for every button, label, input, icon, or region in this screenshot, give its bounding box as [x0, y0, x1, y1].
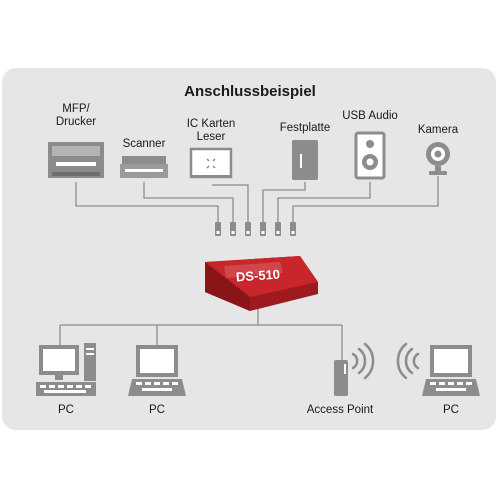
- mfp-label-line1: MFP/: [62, 103, 90, 115]
- card-reader-icon: [189, 147, 233, 179]
- mfp-label-line2: Drucker: [55, 116, 97, 128]
- card-reader-cable: [212, 184, 249, 222]
- pc2-label: PC: [149, 404, 165, 416]
- ds-510-hub: [205, 256, 318, 311]
- card-reader-label: IC Karten Leser: [181, 118, 241, 144]
- speaker-icon: [354, 131, 386, 180]
- hdd-label: Festplatte: [279, 122, 331, 134]
- ap-label: Access Point: [306, 404, 374, 416]
- scanner-label: Scanner: [122, 138, 166, 150]
- usb-plugs: [215, 222, 296, 236]
- network-lines: [59, 302, 343, 362]
- card-reader-label-line1: IC Karten: [186, 118, 236, 130]
- audio-label: USB Audio: [342, 110, 398, 122]
- camera-cable: [292, 176, 439, 222]
- camera-label: Kamera: [417, 124, 459, 136]
- pc1-label: PC: [58, 404, 74, 416]
- mfp-cable: [75, 182, 219, 222]
- hub-label: DS-510: [235, 266, 280, 284]
- usb-connection-lines: [75, 176, 439, 222]
- audio-cable: [277, 182, 371, 222]
- access-point-icon: [334, 342, 375, 396]
- card-reader-label-line2: Leser: [196, 131, 226, 143]
- pc3-label: PC: [443, 404, 459, 416]
- desktop-pc-icon: [36, 343, 96, 396]
- scanner-icon: [120, 156, 168, 178]
- wireless-laptop-icon: [396, 342, 480, 396]
- hdd-cable: [262, 182, 306, 222]
- laptop-icon: [128, 345, 186, 396]
- printer-icon: [48, 142, 104, 178]
- webcam-icon: [426, 142, 450, 175]
- hard-drive-icon: [292, 140, 318, 180]
- diagram-title: Anschlussbeispiel: [184, 83, 316, 100]
- scanner-cable: [143, 182, 234, 222]
- mfp-label: MFP/ Drucker: [46, 103, 106, 129]
